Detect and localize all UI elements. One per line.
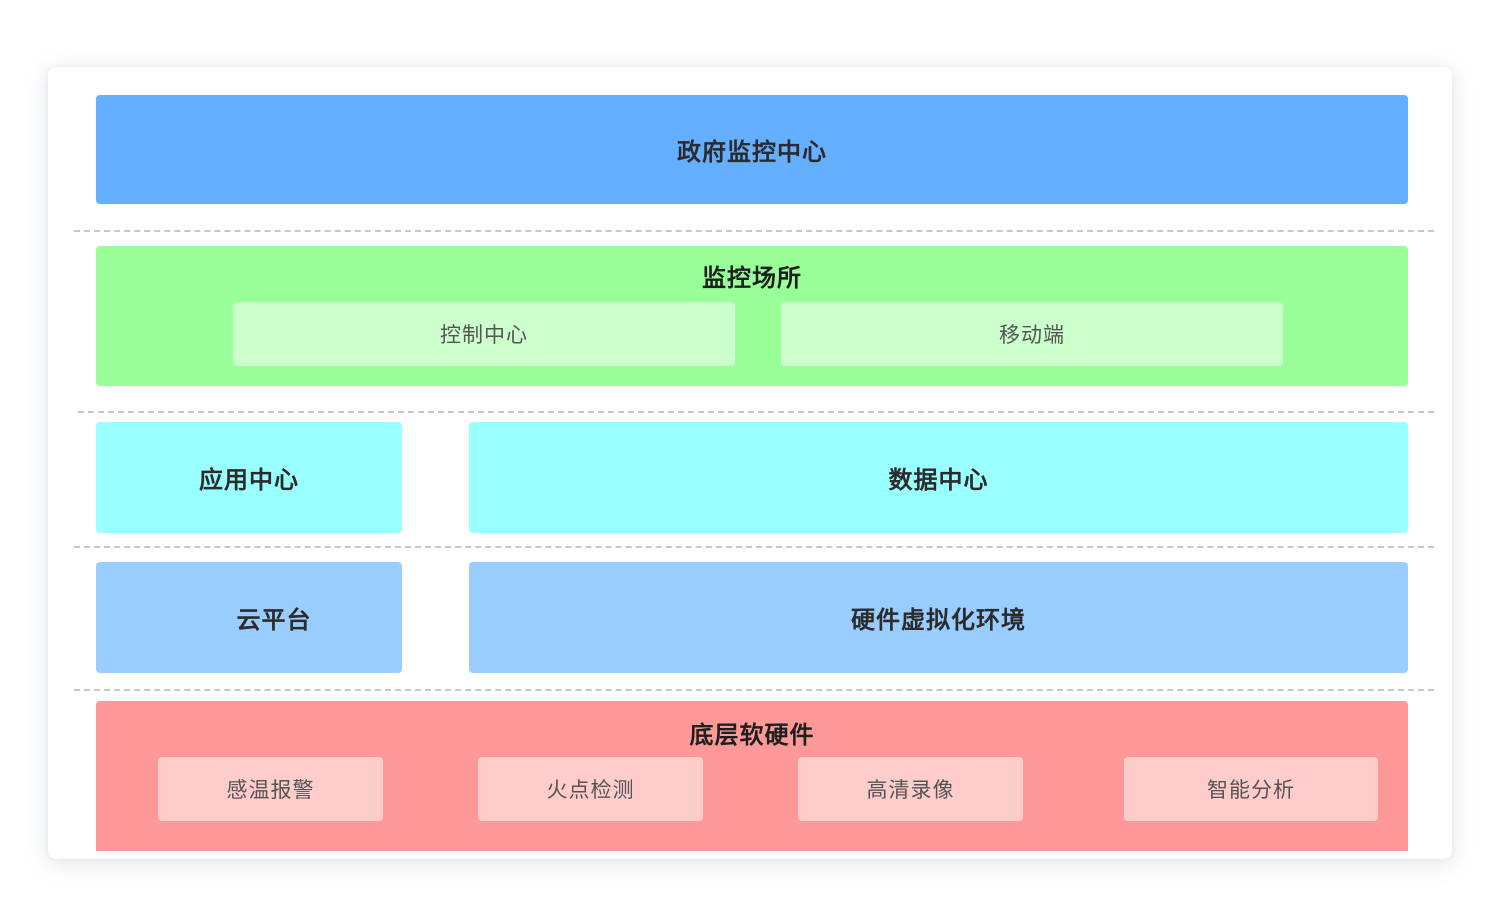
divider-2 [78, 411, 1434, 413]
smart-analysis-label: 智能分析 [1207, 778, 1295, 802]
fire-detection-box: 火点检测 [478, 757, 703, 821]
architecture-diagram: 政府监控中心 监控场所 控制中心 移动端 应用中心 数据中心 云平台 硬件虚拟化… [48, 67, 1452, 859]
monitoring-sites-layer: 监控场所 控制中心 移动端 [96, 246, 1408, 386]
hardware-title: 底层软硬件 [689, 721, 815, 749]
hd-recording-label: 高清录像 [866, 778, 955, 802]
application-center-box: 应用中心 [96, 422, 402, 533]
hardware-layer: 底层软硬件 感温报警 火点检测 高清录像 智能分析 [96, 701, 1408, 851]
data-center-label: 数据中心 [888, 466, 989, 494]
monitoring-sites-title: 监控场所 [702, 264, 802, 292]
data-center-box: 数据中心 [469, 422, 1408, 533]
divider-4 [74, 689, 1434, 691]
temperature-alarm-label: 感温报警 [226, 778, 315, 802]
government-monitoring-center: 政府监控中心 [96, 95, 1408, 204]
cloud-platform-box: 云平台 [96, 562, 402, 673]
smart-analysis-box: 智能分析 [1124, 757, 1378, 821]
fire-detection-label: 火点检测 [546, 778, 635, 802]
hd-recording-box: 高清录像 [798, 757, 1023, 821]
virtualization-label: 硬件虚拟化环境 [851, 606, 1026, 634]
temperature-alarm-box: 感温报警 [158, 757, 383, 821]
control-center-box: 控制中心 [233, 302, 735, 366]
mobile-box: 移动端 [781, 302, 1283, 366]
government-monitoring-center-label: 政府监控中心 [677, 138, 827, 166]
control-center-label: 控制中心 [440, 323, 528, 347]
cloud-platform-label: 云平台 [236, 606, 312, 634]
application-center-label: 应用中心 [199, 466, 299, 494]
virtualization-box: 硬件虚拟化环境 [469, 562, 1408, 673]
mobile-label: 移动端 [999, 323, 1065, 347]
divider-1 [74, 230, 1434, 232]
divider-3 [74, 546, 1434, 548]
